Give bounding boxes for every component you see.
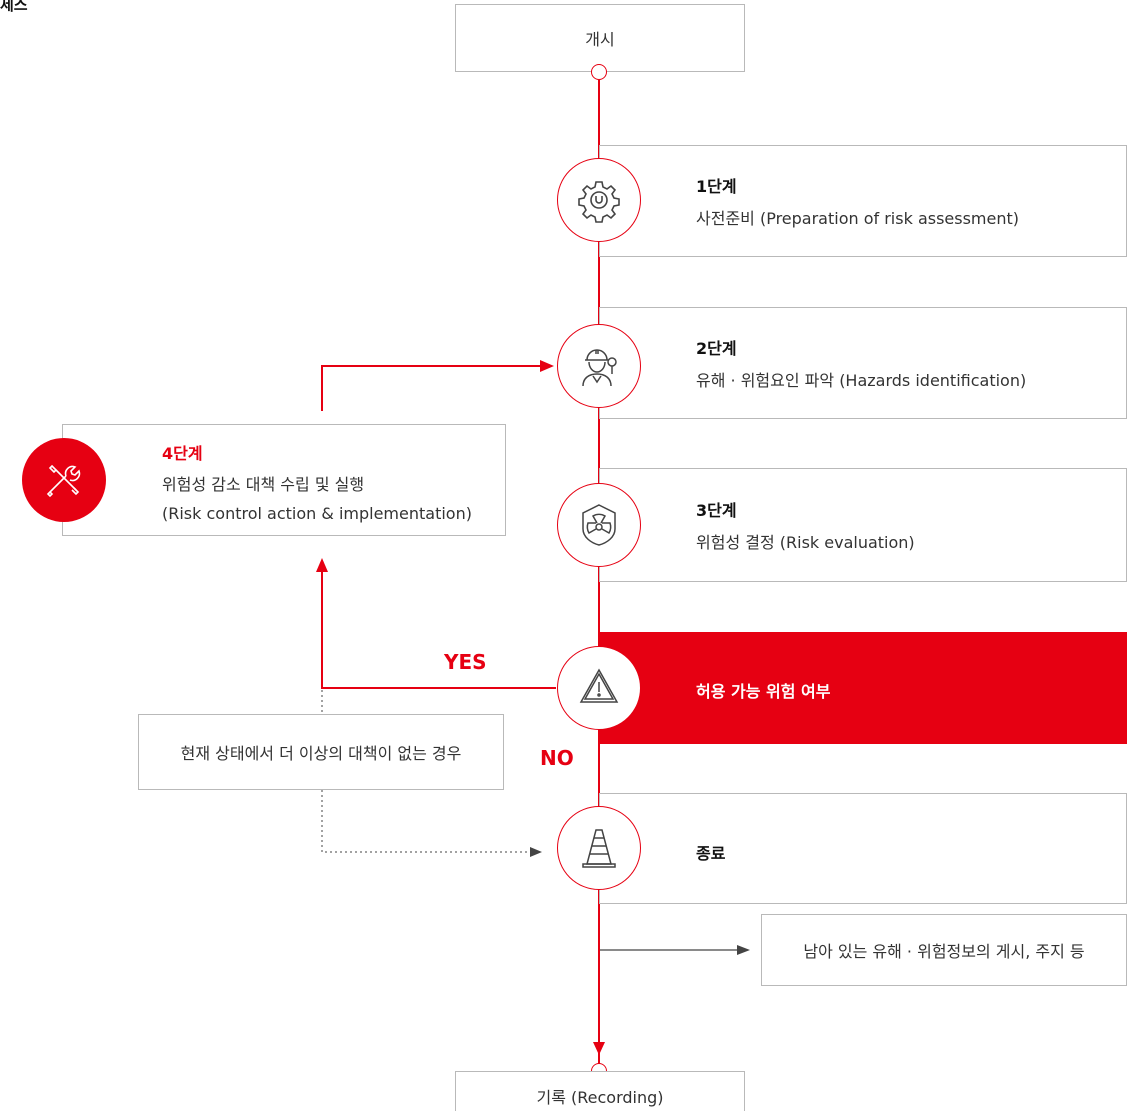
tools-icon	[46, 464, 81, 498]
step4-desc-line2: (Risk control action & implementation)	[162, 504, 472, 523]
step3-icon-circle	[557, 483, 641, 567]
end-box	[599, 793, 1127, 904]
yes-arrow-line	[321, 572, 556, 689]
residual-arrow-head	[737, 945, 750, 955]
start-box: 개시	[455, 4, 745, 72]
worker-inspect-icon	[582, 349, 617, 387]
step1-box	[599, 145, 1127, 257]
step4-title: 4단계	[162, 444, 203, 463]
step2-title: 2단계	[696, 339, 737, 358]
end-label: 종료	[696, 844, 726, 863]
radiation-icon	[582, 504, 616, 546]
loop-arrow-line	[321, 365, 540, 411]
decision-box	[599, 632, 1127, 744]
decision-icon-circle	[557, 646, 641, 730]
end-icon-circle	[557, 806, 641, 890]
dotted-to-end-line	[321, 790, 530, 853]
step1-desc: 사전준비 (Preparation of risk assessment)	[696, 209, 1020, 228]
no-further-box: 현재 상태에서 더 이상의 대책이 없는 경우	[138, 714, 504, 790]
decision-label: 허용 가능 위험 여부	[696, 682, 831, 701]
no-label: NO	[540, 746, 574, 770]
step3-title: 3단계	[696, 501, 737, 520]
step3-box	[599, 468, 1127, 582]
loop-arrow-head	[540, 360, 554, 372]
start-label: 개시	[585, 30, 615, 49]
dotted-arrow-head	[530, 847, 542, 857]
start-node-dot	[591, 64, 607, 80]
yes-label: YES	[444, 650, 487, 674]
residual-box: 남아 있는 유해 · 위험정보의 게시, 주지 등	[761, 914, 1127, 986]
step1-title: 1단계	[696, 177, 737, 196]
gear-icon	[578, 181, 620, 223]
step2-box	[599, 307, 1127, 419]
yes-arrow-head	[316, 558, 328, 572]
step2-icon-circle	[557, 324, 641, 408]
record-label: 기록 (Recording)	[536, 1088, 664, 1107]
residual-label: 남아 있는 유해 · 위험정보의 게시, 주지 등	[803, 942, 1085, 961]
traffic-cone-icon	[582, 829, 616, 868]
warning-icon	[579, 668, 619, 703]
step4-icon-circle	[22, 438, 106, 522]
step3-desc: 위험성 결정 (Risk evaluation)	[696, 533, 915, 552]
section-title: 세스	[0, 0, 28, 14]
step1-icon-circle	[557, 158, 641, 242]
no-further-label: 현재 상태에서 더 이상의 대책이 없는 경우	[180, 744, 462, 763]
step4-box	[62, 424, 506, 536]
main-arrow-head	[593, 1042, 605, 1055]
record-box: 기록 (Recording)	[455, 1071, 745, 1111]
step4-desc-line1: 위험성 감소 대책 수립 및 실행	[162, 475, 365, 494]
step2-desc: 유해 · 위험요인 파악 (Hazards identification)	[696, 371, 1027, 390]
